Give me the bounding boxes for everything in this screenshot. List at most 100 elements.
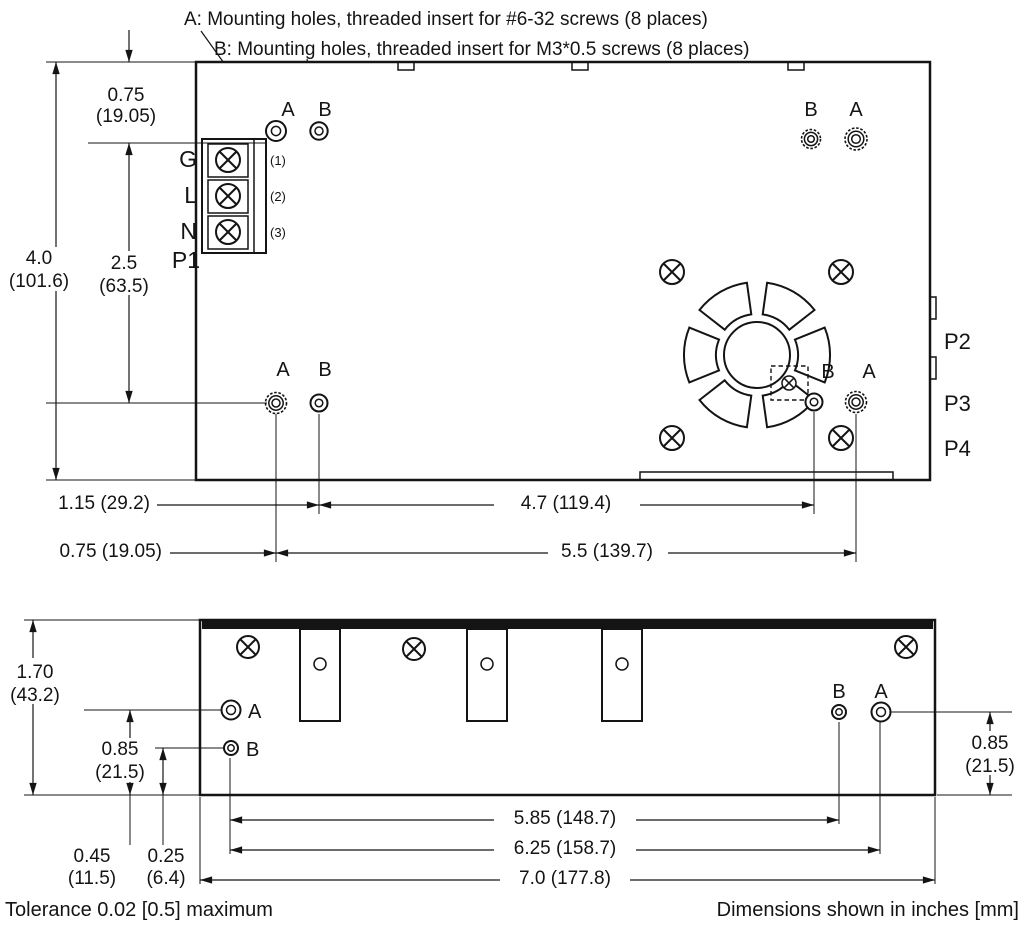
hole-label-a-top-left: A — [281, 99, 295, 121]
side-view-dimensions: 1.70 (43.2) 0.85 (21.5) 0.45 (11.5) 0.25… — [4, 619, 1020, 891]
label-backing — [494, 809, 636, 831]
side-view: A B B A 1.70 (43.2) 0.85 (21 — [4, 618, 1020, 891]
terminal-pin-1-label: (1) — [270, 153, 286, 168]
terminal-cell-3 — [207, 215, 249, 250]
side-extension-lines — [24, 619, 1012, 796]
side-hole-a-right — [870, 701, 892, 723]
dim-label-0-75-mm: (19.05) — [96, 106, 156, 127]
connector-label-p1: P1 — [172, 247, 200, 273]
port-labels: P2 P3 P4 — [944, 329, 971, 461]
terminal-cell-1 — [207, 143, 249, 178]
side-hole-label-a-left: A — [248, 701, 262, 723]
side-hole-a-left — [220, 699, 242, 721]
dashed-screw-detail — [770, 365, 809, 401]
label-backing — [4, 247, 74, 291]
dim-label-0-45-mm: (11.5) — [68, 868, 116, 889]
side-hole-label-b-left: B — [246, 739, 259, 761]
tab-hole-3 — [615, 657, 629, 671]
mount-hole-b-top-right — [800, 128, 822, 150]
mount-hole-a-top-left — [265, 120, 287, 142]
label-backing — [494, 493, 640, 514]
hole-label-b-bottom-right: B — [821, 361, 834, 383]
terminal-pin-2-label: (2) — [270, 189, 286, 204]
mount-hole-b-top-left — [309, 121, 329, 141]
hole-label-b-top-right: B — [804, 99, 817, 121]
terminal-block: G L N (1) (2) (3) P1 — [172, 138, 286, 273]
label-backing — [500, 869, 630, 891]
bottom-edge-notch — [639, 471, 894, 480]
dim-label-5-85: 5.85 (148.7) — [514, 808, 616, 829]
units-note: Dimensions shown in inches [mm] — [717, 899, 1019, 921]
terminal-label-line: L — [184, 182, 197, 208]
detail-screw-cross — [783, 377, 795, 389]
mount-hole-b-bottom-right — [804, 392, 824, 412]
mount-hole-b-bottom-left — [309, 393, 329, 413]
dim-label-2-5-in: 2.5 — [111, 253, 137, 274]
dim-label-0-85-left-in: 0.85 — [102, 739, 139, 760]
mounting-tab-2 — [466, 628, 508, 722]
dim-label-1-15: 1.15 (29.2) — [58, 493, 150, 514]
side-outline — [198, 618, 937, 797]
side-hole-b-left — [223, 740, 239, 756]
dim-label-4-0-in: 4.0 — [26, 248, 52, 269]
terminal-pin-3-label: (3) — [270, 225, 286, 240]
terminal-label-ground: G — [179, 146, 197, 172]
dim-label-0-25-in: 0.25 — [148, 846, 185, 867]
extension-lines-bottom — [275, 412, 857, 562]
connector-label-p2: P2 — [944, 329, 971, 354]
fan-mounting-screws — [659, 259, 854, 451]
case-screw-middle — [402, 637, 426, 661]
side-hole-b-right — [831, 704, 847, 720]
top-view-dimensions-bottom: 1.15 (29.2) 4.7 (119.4) 0.75 (19.05) 5.5… — [58, 412, 857, 562]
hole-label-a-bottom-right: A — [862, 361, 876, 383]
case-screw-left — [236, 635, 260, 659]
terminal-screw-1 — [215, 147, 241, 173]
enclosure-top-outline — [194, 60, 932, 482]
terminal-screw-2 — [215, 183, 241, 209]
dim-label-4-0-mm: (101.6) — [9, 271, 69, 292]
top-view-dimensions-left: 0.75 (19.05) 4.0 (101.6) 2.5 (63.5) — [4, 30, 267, 481]
extension-lines-left — [46, 61, 267, 481]
terminal-cell-2 — [207, 179, 249, 214]
fan-screw-bottom-right — [828, 425, 854, 451]
right-edge-tabs — [930, 296, 937, 380]
case-screw-right — [894, 635, 918, 659]
tab-hole-1 — [313, 657, 327, 671]
footer: Tolerance 0.02 [0.5] maximum Dimensions … — [5, 899, 1019, 921]
hole-label-b-top-left: B — [318, 99, 331, 121]
fan-blades — [682, 281, 832, 429]
side-mounting-holes: A B B A — [220, 681, 892, 761]
dim-label-1-70-in: 1.70 — [17, 662, 54, 683]
mounting-tab-1 — [299, 628, 341, 722]
label-backing — [4, 658, 66, 704]
enclosure-outline — [194, 60, 937, 482]
dim-label-0-75-horizontal: 0.75 (19.05) — [60, 541, 162, 562]
side-hole-label-a-right: A — [874, 681, 888, 703]
hole-label-b-bottom-left: B — [318, 359, 331, 381]
tolerance-note: Tolerance 0.02 [0.5] maximum — [5, 899, 273, 921]
mount-hole-a-bottom-left — [264, 391, 288, 415]
mount-hole-a-bottom-right — [844, 390, 868, 414]
side-hole-label-b-right: B — [832, 681, 845, 703]
dim-label-0-75-in: 0.75 — [108, 85, 145, 106]
note-mounting-holes-a: A: Mounting holes, threaded insert for #… — [184, 9, 708, 30]
terminal-label-neutral: N — [180, 218, 197, 244]
connector-label-p3: P3 — [944, 391, 971, 416]
hole-label-a-top-right: A — [849, 99, 863, 121]
dim-label-2-5-mm: (63.5) — [99, 276, 149, 297]
top-view: G L N (1) (2) (3) P1 — [4, 30, 971, 562]
dim-label-5-5: 5.5 (139.7) — [561, 541, 653, 562]
dashed-outline-box — [770, 365, 809, 401]
dim-label-6-25: 6.25 (158.7) — [514, 838, 616, 859]
mounting-tab-3 — [601, 628, 643, 722]
fan-screw-top-right — [828, 259, 854, 285]
label-backing — [548, 541, 668, 562]
connector-label-p4: P4 — [944, 436, 971, 461]
label-backing — [88, 738, 152, 782]
fan-screw-bottom-left — [659, 425, 685, 451]
dim-label-1-70-mm: (43.2) — [10, 685, 60, 706]
top-flange-band — [202, 621, 933, 629]
label-backing — [960, 731, 1020, 775]
dim-label-0-85-right-mm: (21.5) — [965, 756, 1015, 777]
